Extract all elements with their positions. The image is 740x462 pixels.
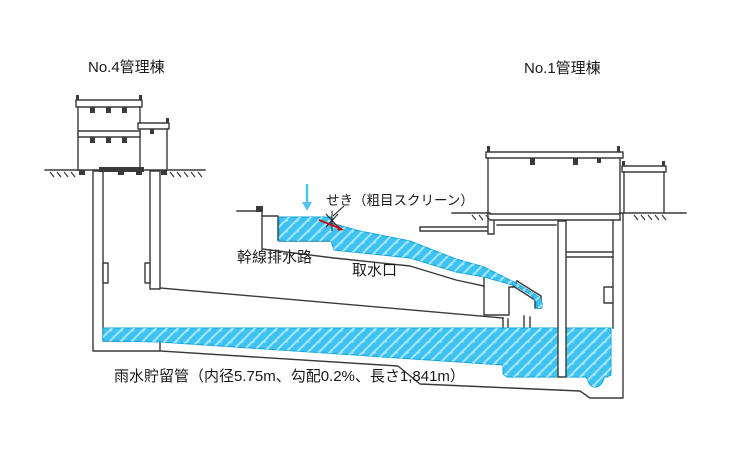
shaft-cap (99, 167, 144, 172)
left-shaft (92, 167, 161, 352)
label-building-no1: No.1管理棟 (524, 60, 601, 77)
label-intake: 取水口 (352, 262, 397, 279)
annex-roof (137, 122, 170, 130)
label-storage-pipe: 雨水貯留管（内径5.75m、勾配0.2%、長さ1,841m） (114, 368, 465, 385)
labels: No.4管理棟 No.1管理棟 せき（粗目スクリーン） 幹線排水路 取水口 雨水… (88, 59, 601, 385)
flow-direction-arrow (318, 219, 339, 229)
stored-water (102, 327, 612, 388)
label-trunk-drain: 幹線排水路 (237, 248, 312, 266)
building-no4 (75, 95, 170, 175)
shaft-divider-wall (557, 220, 567, 378)
wall-notch (603, 286, 614, 304)
label-building-no4: No.4管理棟 (88, 59, 165, 76)
flow-annotations (302, 184, 345, 231)
ground-block (256, 206, 263, 212)
annex-roof-right (621, 165, 667, 173)
pipe-crown-line (159, 287, 504, 319)
weir-pointer-line (332, 205, 345, 217)
building-no1 (485, 146, 667, 214)
right-shaft (489, 212, 621, 378)
soil-hatch-marks (49, 171, 667, 221)
storage-pipe-structure (159, 213, 624, 399)
flowing-water (278, 216, 543, 309)
label-weir: せき（粗目スクリーン） (326, 193, 474, 208)
pipe-outer-bottom (159, 213, 624, 399)
